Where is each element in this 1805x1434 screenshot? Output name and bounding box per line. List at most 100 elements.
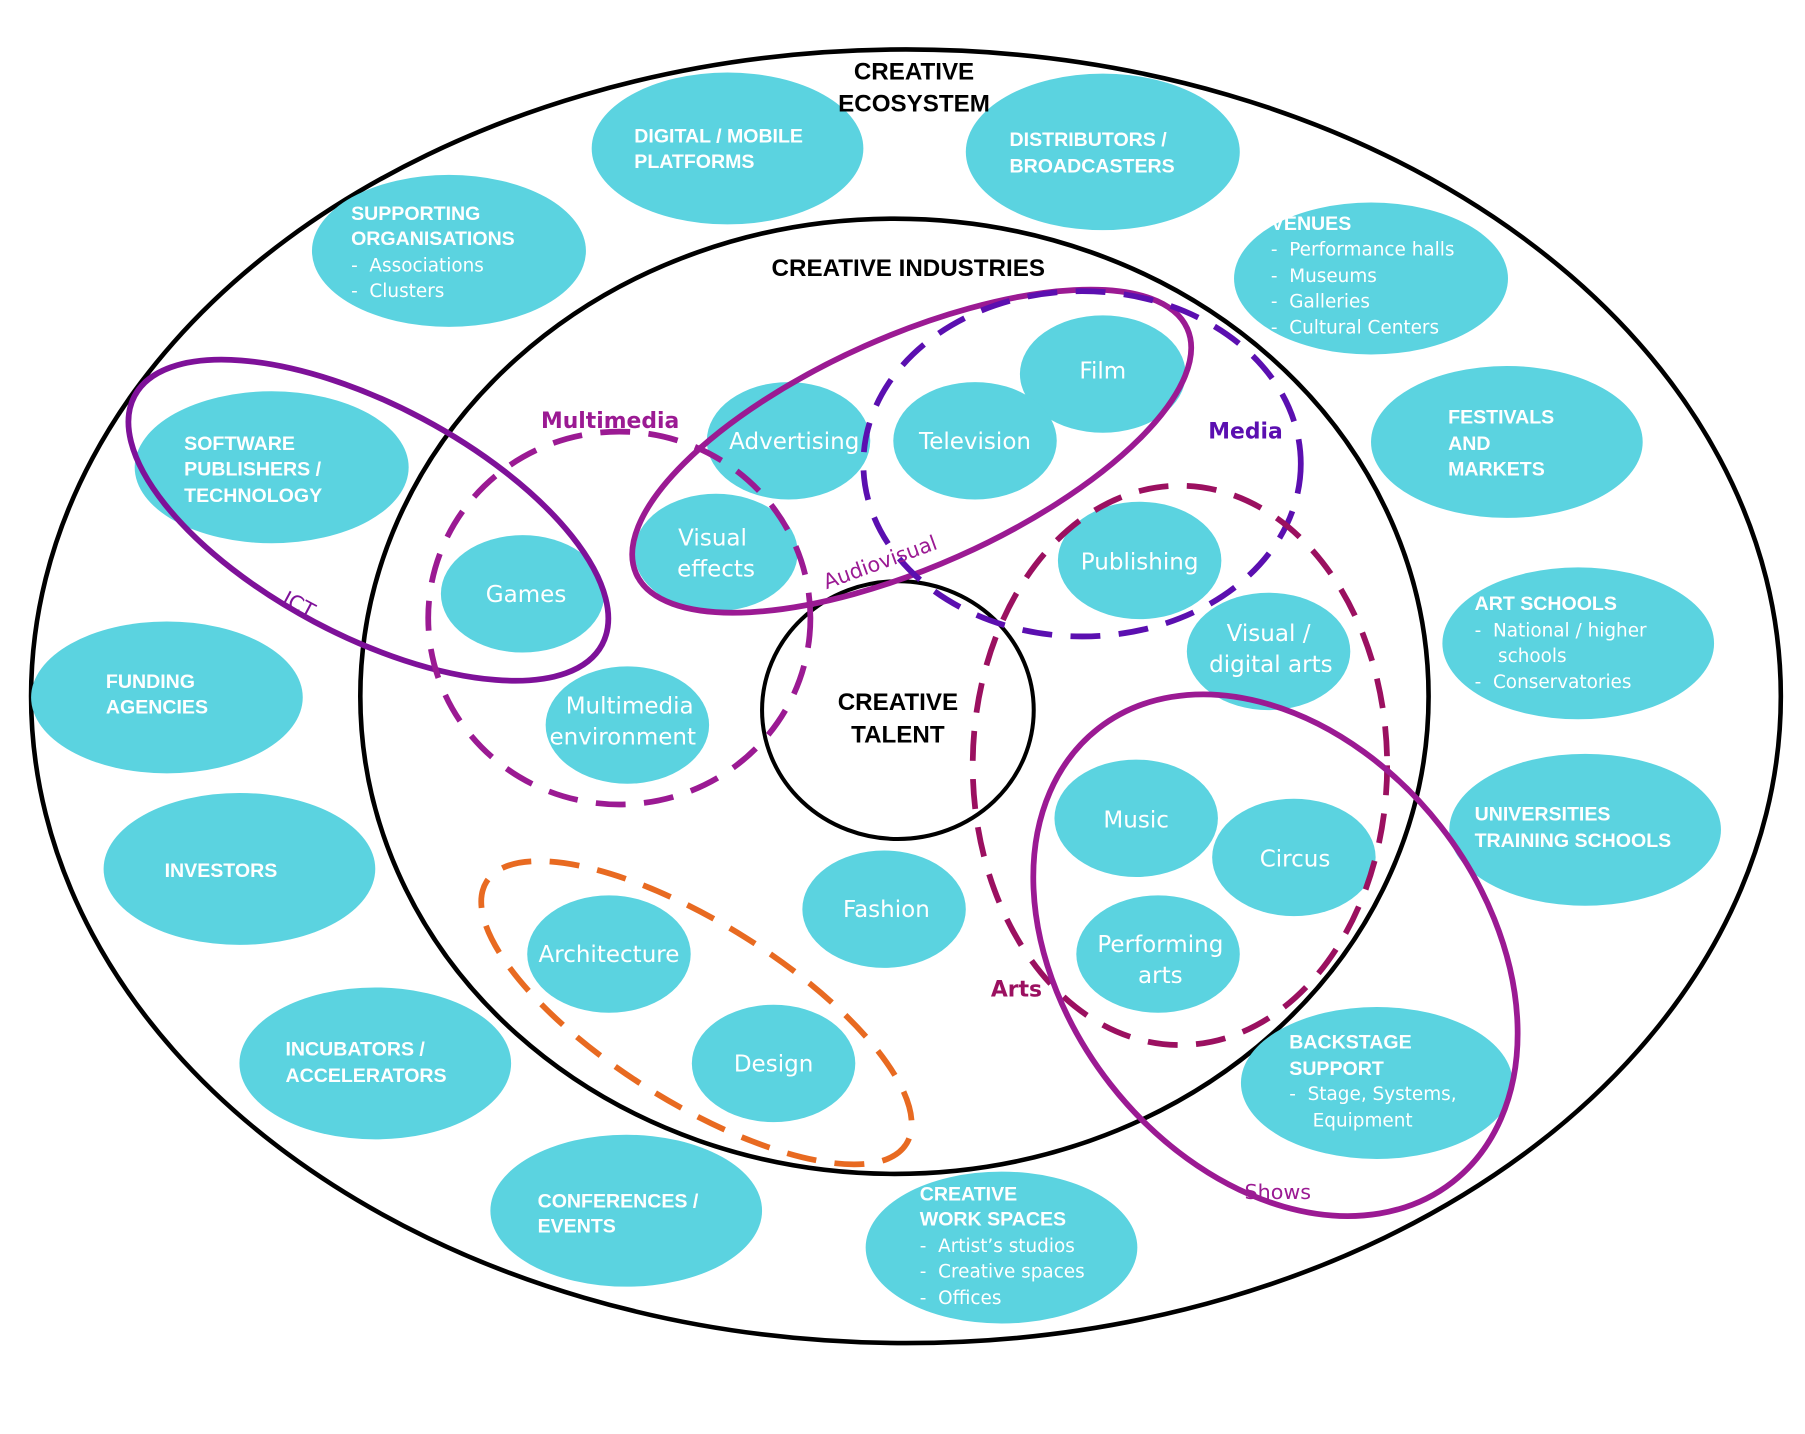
work-spaces-item1: - Artist’s studios: [920, 1236, 1075, 1257]
supporting-line1: SUPPORTING: [351, 203, 480, 225]
venues-item2: - Museums: [1271, 266, 1377, 287]
fashion-label: Fashion: [843, 897, 930, 923]
bubble-games: Games: [440, 535, 605, 653]
group-shows-outline: [1030, 691, 1521, 1219]
bubble-publishing: Publishing: [1057, 501, 1222, 620]
software-line1: SOFTWARE: [184, 433, 295, 455]
visual-digital-arts-line1: Visual /: [1227, 621, 1311, 647]
group-shows-label: Shows: [1244, 1180, 1311, 1204]
work-spaces-item2: - Creative spaces: [920, 1261, 1085, 1282]
venues-item3: - Galleries: [1271, 291, 1370, 312]
bubble-film: Film: [1019, 315, 1186, 433]
talent-title-line2: TALENT: [851, 721, 945, 748]
group-design-outline: [478, 858, 915, 1168]
group-arts-outline: [969, 482, 1391, 1048]
performing-arts-line2: arts: [1138, 963, 1183, 989]
art-schools-item1: - National / higher: [1475, 620, 1647, 641]
bubble-visual-digital-arts: Visual / digital arts: [1186, 592, 1351, 711]
incubators-line1: INCUBATORS /: [285, 1038, 425, 1060]
group-audiovisual-outline: [629, 286, 1195, 616]
universities-line2: TRAINING SCHOOLS: [1475, 830, 1672, 852]
ecosystem-ring: [28, 47, 1784, 1346]
festivals-line3: MARKETS: [1448, 458, 1545, 480]
group-ict-label: ICT: [279, 586, 320, 623]
bubble-backstage-support: BACKSTAGE SUPPORT - Stage, Systems, Equi…: [1240, 1007, 1513, 1159]
games-label: Games: [486, 582, 567, 608]
digital-mobile-line1: DIGITAL / MOBILE: [634, 126, 803, 148]
advertising-label: Advertising: [729, 429, 859, 455]
bubble-conferences: CONFERENCES / EVENTS: [490, 1134, 763, 1287]
design-label: Design: [734, 1051, 813, 1077]
industries-ring: [358, 216, 1431, 1177]
conferences-line1: CONFERENCES /: [538, 1190, 699, 1212]
multimedia-env-line1: Multimedia: [566, 694, 694, 720]
talent-title-line1: CREATIVE: [838, 689, 958, 716]
visual-effects-line2: effects: [677, 557, 755, 583]
publishing-label: Publishing: [1081, 550, 1199, 576]
architecture-label: Architecture: [538, 942, 679, 968]
art-schools-item1-cont: schools: [1475, 646, 1567, 667]
visual-digital-arts-line2: digital arts: [1209, 652, 1332, 678]
venues-item1: - Performance halls: [1271, 239, 1455, 260]
art-schools-title: ART SCHOOLS: [1475, 593, 1617, 615]
bubble-supporting-organisations: SUPPORTING ORGANISATIONS - Associations …: [311, 174, 586, 327]
bubble-architecture: Architecture: [527, 895, 691, 1013]
software-line3: TECHNOLOGY: [184, 485, 322, 507]
bubble-venues: VENUES - Performance halls - Museums - G…: [1234, 202, 1509, 355]
funding-line1: FUNDING: [106, 671, 195, 693]
music-label: Music: [1103, 807, 1169, 833]
backstage-line2: SUPPORT: [1289, 1058, 1384, 1080]
bubble-art-schools: ART SCHOOLS - National / higher schools …: [1442, 567, 1715, 720]
venues-title: VENUES: [1271, 213, 1351, 235]
bubble-music: Music: [1054, 759, 1218, 877]
multimedia-env-line2: environment: [549, 725, 696, 751]
bubble-creative-work-spaces: CREATIVE WORK SPACES - Artist’s studios …: [865, 1171, 1138, 1324]
film-label: Film: [1079, 359, 1126, 385]
festivals-line2: AND: [1448, 433, 1490, 455]
bubble-digital-mobile: DIGITAL / MOBILE PLATFORMS: [591, 72, 864, 225]
bubble-television: Television: [893, 382, 1057, 500]
incubators-line2: ACCELERATORS: [285, 1065, 446, 1087]
bubble-software-publishers: SOFTWARE PUBLISHERS / TECHNOLOGY: [134, 391, 409, 544]
group-multimedia-label: Multimedia: [541, 409, 679, 434]
bubble-design: Design: [691, 1004, 856, 1123]
digital-mobile-line2: PLATFORMS: [634, 151, 754, 173]
bubble-performing-arts: Performing arts: [1076, 895, 1240, 1013]
distributors-line2: BROADCASTERS: [1010, 156, 1175, 178]
bubble-funding-agencies: FUNDING AGENCIES: [31, 621, 303, 774]
ecosystem-title-line2: ECOSYSTEM: [838, 91, 990, 118]
group-arts-label: Arts: [991, 978, 1042, 1003]
art-schools-item2: - Conservatories: [1475, 672, 1632, 693]
television-label: Television: [918, 429, 1031, 455]
supporting-item1: - Associations: [351, 256, 484, 277]
bubble-advertising: Advertising: [706, 382, 871, 500]
supporting-item2: - Clusters: [351, 281, 444, 302]
investors-label: INVESTORS: [165, 860, 278, 882]
visual-effects-line1: Visual: [678, 526, 747, 552]
bubble-visual-effects: Visual effects: [634, 493, 798, 612]
industries-title: CREATIVE INDUSTRIES: [772, 255, 1045, 282]
distributors-line1: DISTRIBUTORS /: [1010, 129, 1168, 151]
conferences-line2: EVENTS: [538, 1216, 616, 1238]
bubble-investors: INVESTORS: [103, 792, 376, 945]
festivals-line1: FESTIVALS: [1448, 407, 1554, 429]
software-line2: PUBLISHERS /: [184, 458, 321, 480]
group-media-label: Media: [1208, 419, 1282, 444]
group-media-outline: [860, 288, 1304, 640]
backstage-line1: BACKSTAGE: [1289, 1031, 1411, 1053]
funding-line2: AGENCIES: [106, 697, 208, 719]
universities-line1: UNIVERSITIES: [1475, 804, 1611, 826]
supporting-line2: ORGANISATIONS: [351, 228, 515, 250]
work-spaces-line1: CREATIVE: [920, 1183, 1017, 1205]
bubble-universities: UNIVERSITIES TRAINING SCHOOLS: [1449, 753, 1721, 906]
group-multimedia-outline: [425, 428, 814, 808]
bubble-incubators: INCUBATORS / ACCELERATORS: [239, 987, 512, 1140]
circus-label: Circus: [1260, 847, 1331, 873]
bubble-distributors: DISTRIBUTORS / BROADCASTERS: [965, 73, 1240, 231]
bubble-multimedia-environment: Multimedia environment: [545, 666, 710, 784]
bubble-fashion: Fashion: [802, 850, 966, 968]
backstage-item1: - Stage, Systems,: [1289, 1084, 1456, 1105]
backstage-item1-cont: Equipment: [1289, 1111, 1412, 1132]
venues-item4: - Cultural Centers: [1271, 318, 1439, 339]
